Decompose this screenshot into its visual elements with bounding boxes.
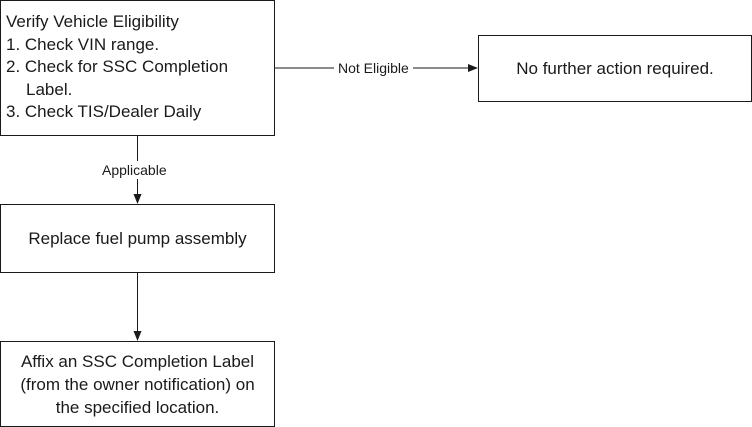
affix-line-3: the specified location. <box>55 397 220 417</box>
affix-label-box: Affix an SSC Completion Label (from the … <box>0 341 275 427</box>
verify-eligibility-box: Verify Vehicle Eligibility 1. Check VIN … <box>0 0 275 136</box>
verify-step-1: 1. Check VIN range. <box>6 34 160 54</box>
replace-fuel-pump-box: Replace fuel pump assembly <box>0 204 275 273</box>
affix-line-1: Affix an SSC Completion Label <box>20 351 255 371</box>
verify-step-2: 2. Check for SSC Completion <box>6 57 229 76</box>
verify-step-3: 3. Check TIS/Dealer Daily <box>6 102 202 121</box>
edge-label-not-eligible: Not Eligible <box>334 60 413 76</box>
verify-step-2-continued: Label. <box>26 79 73 99</box>
replace-fuel-pump-text: Replace fuel pump assembly <box>28 228 247 248</box>
affix-line-2: (from the owner notification) on <box>20 374 255 394</box>
no-further-action-text: No further action required. <box>516 58 714 78</box>
no-further-action-box: No further action required. <box>478 35 752 102</box>
verify-title: Verify Vehicle Eligibility <box>6 12 179 31</box>
edge-label-applicable: Applicable <box>99 161 170 179</box>
